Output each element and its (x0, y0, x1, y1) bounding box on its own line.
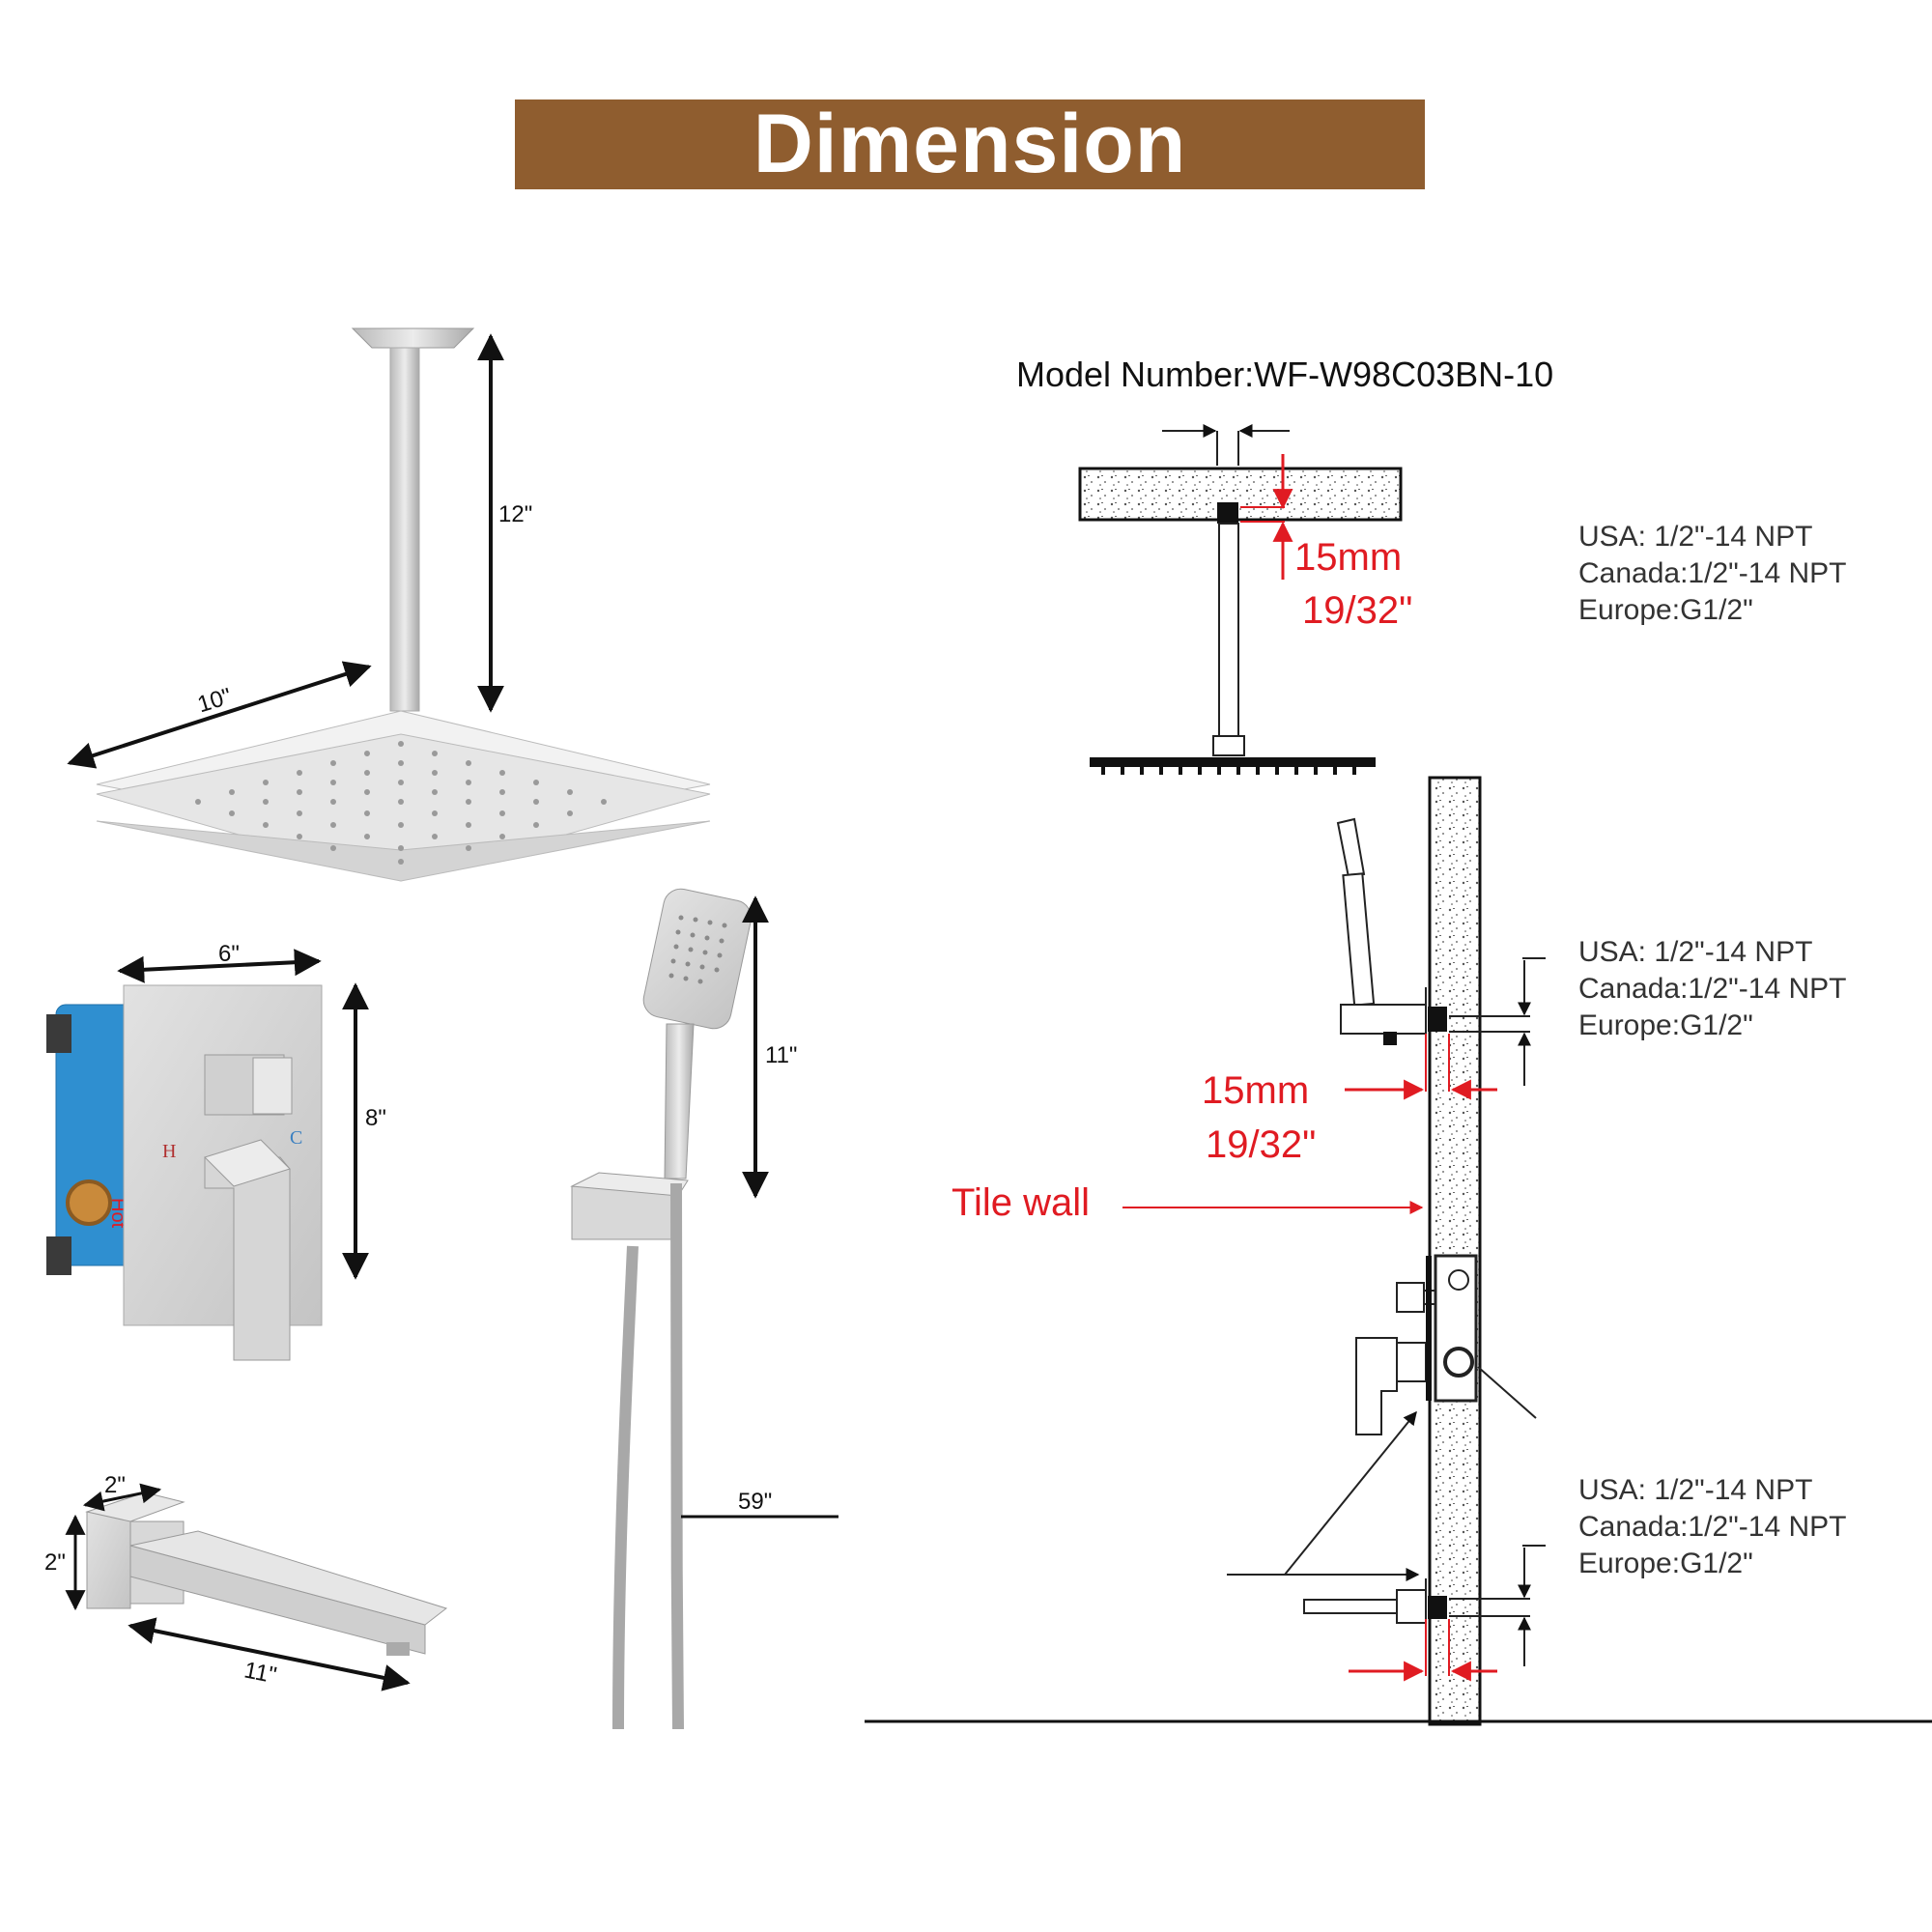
spout-base (86, 1511, 131, 1609)
valve-inlet (66, 1179, 112, 1226)
valve-section-plate (1426, 1256, 1432, 1401)
spout-arm-top (129, 1530, 448, 1626)
model-number: Model Number:WF-W98C03BN-10 (1016, 355, 1553, 394)
spec-canada: Canada:1/2"-14 NPT (1578, 557, 1846, 589)
ceiling-install-drawing: Model Number:WF-W98C03BN-10 15mm 19/32" (1016, 355, 1553, 775)
holder-section (1340, 1004, 1427, 1035)
spout-length-label: 11" (242, 1657, 278, 1689)
handheld-nozzles (668, 915, 727, 984)
spec-canada: Canada:1/2"-14 NPT (1578, 973, 1846, 1005)
head-width-arrow (67, 661, 372, 769)
hose-length-label: 59" (738, 1489, 772, 1515)
valve-box-bracket-bottom (46, 1236, 71, 1275)
hose-left (612, 1245, 639, 1730)
handheld-shower-illustration: 11" 59" (570, 888, 838, 1730)
valve-box-bracket-top (46, 1014, 71, 1053)
spec-usa: USA: 1/2"-14 NPT (1578, 936, 1812, 968)
diverter-knob-face (252, 1057, 293, 1115)
ceiling-head-profile (1090, 757, 1376, 767)
spec-europe: Europe:G1/2" (1578, 1548, 1753, 1579)
ceiling-depth-inch: 19/32" (1302, 589, 1412, 632)
shower-arm (389, 347, 420, 712)
handheld-section-handle (1342, 872, 1376, 1007)
wall-section (1428, 776, 1482, 1726)
hose-holder (571, 1185, 679, 1240)
arm-length-label: 12" (498, 501, 532, 527)
holder-fitting (1428, 1007, 1447, 1032)
valve-illustration: Hot H C 6" 8" (46, 941, 386, 1361)
spec-block-spout: USA: 1/2"-14 NPT Canada:1/2"-14 NPT Euro… (1578, 1474, 1846, 1579)
spout-height-label: 2" (44, 1549, 66, 1576)
handheld-handle (664, 1023, 695, 1179)
spout-outlet (386, 1642, 410, 1656)
spec-europe: Europe:G1/2" (1578, 594, 1753, 626)
plate-width-arrow (117, 949, 322, 983)
wall-depth-inch: 19/32" (1206, 1123, 1316, 1166)
tub-spout-illustration: 2" 2" 11" (44, 1472, 448, 1691)
ceiling-fitting (1217, 502, 1238, 524)
spec-europe: Europe:G1/2" (1578, 1009, 1753, 1041)
ceiling-head-nozzles (1101, 767, 1356, 775)
plate-height-label: 8" (365, 1105, 386, 1131)
wall-depth-mm: 15mm (1202, 1069, 1309, 1112)
ceiling-depth-mm: 15mm (1294, 536, 1402, 579)
handheld-head (642, 888, 753, 1030)
lever-handle (204, 1156, 291, 1361)
spout-width-label: 2" (104, 1472, 126, 1498)
handheld-length-label: 11" (765, 1042, 797, 1068)
ceiling-arm (1218, 523, 1239, 737)
spec-usa: USA: 1/2"-14 NPT (1578, 521, 1812, 553)
wall-install-drawing: 15mm 19/32" Tile wall (865, 776, 1932, 1726)
page-title: Dimension (753, 98, 1187, 190)
valve-leader (1284, 1410, 1417, 1576)
shower-head-bottom (96, 820, 711, 882)
tile-wall-label: Tile wall (952, 1181, 1090, 1224)
ceiling-flange (351, 327, 475, 349)
spec-usa: USA: 1/2"-14 NPT (1578, 1474, 1812, 1506)
spout-fitting (1428, 1596, 1447, 1619)
valve-section-diverter (1396, 1282, 1425, 1313)
valve-hot-mark: H (162, 1141, 176, 1162)
valve-section-lever (1355, 1337, 1398, 1435)
spec-block-ceiling: USA: 1/2"-14 NPT Canada:1/2"-14 NPT Euro… (1578, 521, 1846, 626)
spout-width-arrow (82, 1483, 162, 1512)
rain-shower-illustration: 12" 10" (67, 327, 711, 882)
valve-cold-mark: C (290, 1127, 302, 1149)
ceiling-slab (1078, 467, 1403, 522)
ceiling-arm-connector (1212, 735, 1245, 756)
handheld-section-head (1336, 817, 1366, 879)
spec-block-handheld: USA: 1/2"-14 NPT Canada:1/2"-14 NPT Euro… (1578, 936, 1846, 1041)
title-banner: Dimension (515, 99, 1425, 189)
plate-width-label: 6" (218, 941, 240, 967)
hose-right (670, 1182, 684, 1730)
spout-length-arrow (128, 1617, 411, 1691)
lever-handle-top (204, 1139, 291, 1187)
hose-holder-top (570, 1172, 689, 1197)
spec-canada: Canada:1/2"-14 NPT (1578, 1511, 1846, 1543)
